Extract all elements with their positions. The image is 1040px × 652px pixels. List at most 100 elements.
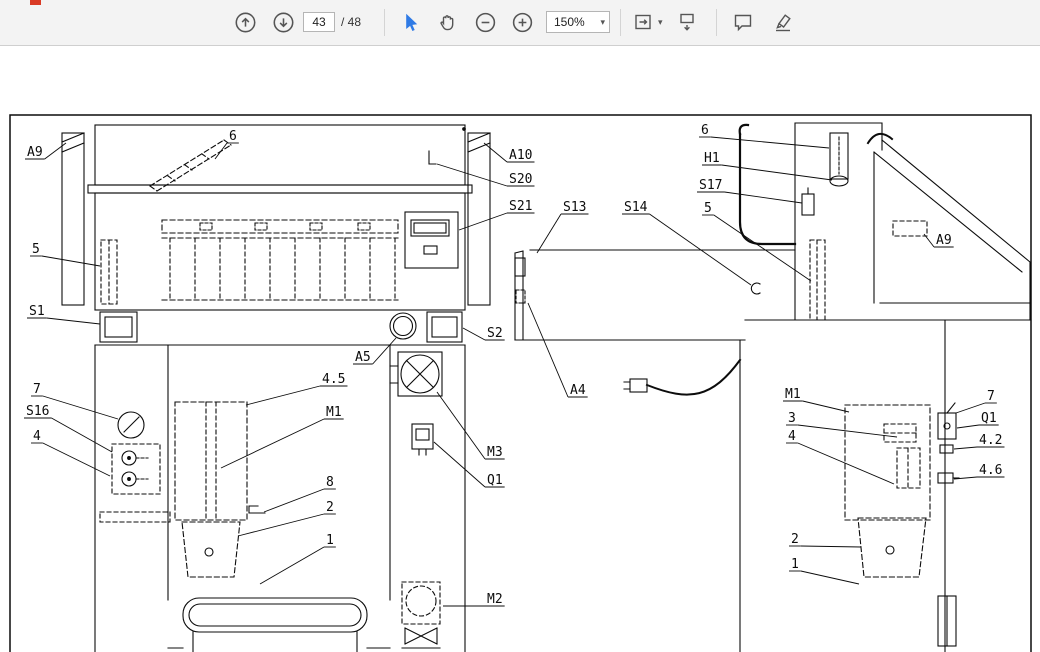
diagram-label-1: 1 [326,533,334,548]
leader-line [956,424,980,429]
diagram-label-s14: S14 [624,200,648,215]
diagram-label-h1: H1 [704,151,720,166]
diagram-label-layer: A96A10S20S215S1S2A57S1644.5M1M3Q1821M26H… [24,123,1005,607]
diagram-label-4-2: 4.2 [979,433,1002,448]
leader-line [51,417,113,453]
leader-line [797,442,895,485]
leader-line [46,317,101,325]
zoom-level-value: 150% [554,15,585,29]
leader-line [220,418,325,469]
diagram-label-a9: A9 [27,145,43,160]
diagram-label-s16: S16 [26,404,49,419]
toolbar-separator [384,9,385,36]
fit-width-button[interactable] [628,7,658,37]
diagram-label-6: 6 [701,123,709,138]
zoom-out-icon [475,12,495,32]
leader-line [436,163,508,187]
previous-page-button[interactable] [230,7,260,37]
leader-line [649,213,752,286]
diagram-label-q1: Q1 [487,473,503,488]
leader-line [536,213,562,254]
leader-line [483,142,508,163]
scroll-mode-icon [680,13,694,31]
diagram-label-a9: A9 [936,233,952,248]
page-frame [9,114,1032,652]
diagram-label-5: 5 [32,242,40,257]
leader-line [245,385,321,406]
leader-line [42,442,111,477]
leader-line [955,402,986,414]
select-arrow-icon [406,13,418,32]
diagram-label-q1: Q1 [981,411,997,426]
leader-line [436,391,486,460]
next-page-button[interactable] [268,7,298,37]
leader-line [802,400,850,413]
diagram-label-m1: M1 [326,405,342,420]
diagram-label-2: 2 [791,532,799,547]
highlight-button[interactable] [768,7,798,37]
toolbar-separator [620,9,621,36]
diagram-label-4-5: 4.5 [322,372,345,387]
toolbar: / 48 150% ▾ [0,0,1040,46]
leader-line [800,570,860,585]
diagram-label-1: 1 [791,557,799,572]
comment-button[interactable] [728,7,758,37]
leader-line [953,476,978,480]
diagram-label-6: 6 [229,129,237,144]
leader-line [263,488,325,513]
diagram-label-s1: S1 [29,304,45,319]
comment-bubble-icon [734,14,752,32]
zoom-out-button[interactable] [470,7,500,37]
leader-line [458,212,508,231]
leader-line [713,214,812,282]
diagram-label-4-6: 4.6 [979,463,1002,478]
page-total-label: / 48 [341,15,362,29]
highlighter-icon [776,14,791,32]
fit-width-icon [635,14,651,30]
leader-line [44,142,67,160]
chevron-down-icon: ▾ [600,16,605,27]
zoom-in-button[interactable] [507,7,537,37]
previous-page-icon [235,12,255,32]
leader-line [953,446,978,450]
diagram-label-a5: A5 [355,350,371,365]
diagram-label-s17: S17 [699,178,722,193]
diagram-label-5: 5 [704,201,712,216]
leader-line [923,233,935,248]
leader-line [800,545,862,548]
leader-line [433,441,486,488]
diagram-label-a10: A10 [509,148,532,163]
leader-line [462,327,486,341]
diagram-label-3: 3 [788,411,796,426]
leader-line [710,136,830,149]
toolbar-artifact [30,0,41,5]
diagram-label-s21: S21 [509,199,532,214]
leader-line [41,255,101,267]
hand-icon [440,15,454,31]
hand-tool-button[interactable] [432,7,462,37]
leader-line [527,302,569,398]
chevron-down-icon[interactable]: ▾ [658,17,663,27]
diagram-label-m1: M1 [785,387,801,402]
diagram-label-m2: M2 [487,592,503,607]
scroll-mode-button[interactable] [672,7,702,37]
leader-line [214,142,228,160]
diagram-label-2: 2 [326,500,334,515]
diagram-label-4: 4 [788,429,796,444]
select-tool-button[interactable] [395,7,425,37]
leader-line [724,191,803,204]
diagram-label-7: 7 [33,382,41,397]
front-view-drawing [61,124,491,652]
diagram-label-a4: A4 [570,383,586,398]
diagram-label-7: 7 [987,389,995,404]
page-number-input[interactable] [303,12,335,32]
zoom-level-select[interactable]: 150% ▾ [546,11,610,33]
side-view-drawing [514,122,1032,652]
diagram-label-8: 8 [326,475,334,490]
diagram-label-4: 4 [33,429,41,444]
leader-line [721,164,833,181]
diagram-label-s13: S13 [563,200,586,215]
leader-line [372,337,397,365]
